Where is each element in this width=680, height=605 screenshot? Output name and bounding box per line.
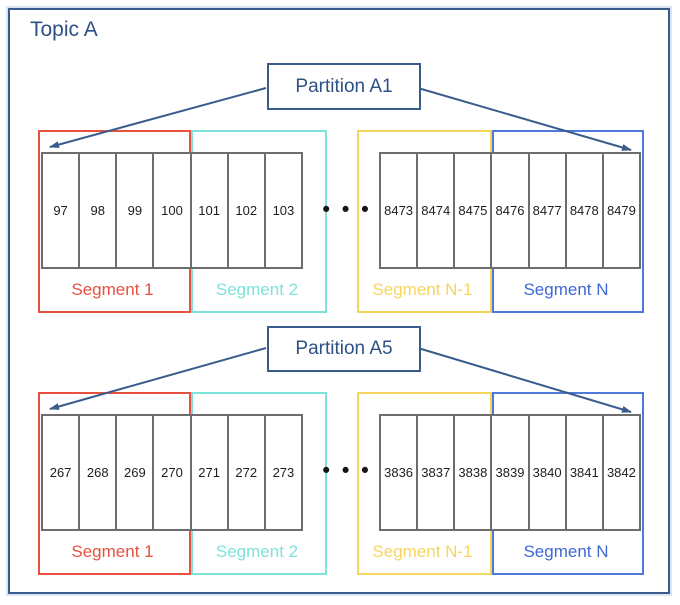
log-cell: 3839 (492, 416, 530, 529)
log-cell: 99 (117, 154, 155, 267)
segment-1-label-a1: Segment 1 (71, 280, 154, 299)
log-cell: 100 (154, 154, 192, 267)
log-cell: 97 (43, 154, 81, 267)
log-strip-a1-left: 97 98 99 100 101 102 103 (41, 152, 303, 269)
log-cell: 3840 (529, 416, 567, 529)
log-cell: 101 (191, 154, 229, 267)
log-cell: 3837 (418, 416, 456, 529)
log-cell: 272 (228, 416, 266, 529)
log-cell: 8473 (381, 154, 419, 267)
log-cell: 8476 (492, 154, 530, 267)
log-cell: 103 (265, 154, 301, 267)
log-strip-a1-right: 8473 8474 8475 8476 8477 8478 8479 (379, 152, 641, 269)
segment-2-label-a1: Segment 2 (215, 280, 299, 299)
log-cell: 3841 (566, 416, 604, 529)
log-cell: 273 (265, 416, 301, 529)
log-cell: 3838 (455, 416, 493, 529)
partition-a5-box: Partition A5 (267, 326, 421, 372)
topic-title: Topic A (30, 18, 98, 41)
log-cell: 271 (191, 416, 229, 529)
segment-n1-label-a1: Segment N-1 (372, 280, 473, 299)
partition-a1-box: Partition A1 (267, 63, 421, 110)
log-cell: 102 (228, 154, 266, 267)
log-cell: 8475 (455, 154, 493, 267)
log-cell: 8479 (603, 154, 639, 267)
ellipsis-a5: ••• (320, 459, 379, 483)
log-cell: 268 (80, 416, 118, 529)
log-cell: 8474 (418, 154, 456, 267)
ellipsis-a1: ••• (320, 198, 379, 222)
segment-2-label-a5: Segment 2 (215, 542, 299, 561)
segment-n-label-a1: Segment N (523, 280, 609, 299)
partition-a1-label: Partition A1 (295, 75, 393, 97)
log-cell: 269 (117, 416, 155, 529)
log-cell: 98 (80, 154, 118, 267)
log-strip-a5-right: 3836 3837 3838 3839 3840 3841 3842 (379, 414, 641, 531)
log-cell: 8478 (566, 154, 604, 267)
log-cell: 3842 (603, 416, 639, 529)
log-strip-a5-left: 267 268 269 270 271 272 273 (41, 414, 303, 531)
segment-n-label-a5: Segment N (523, 542, 609, 561)
partition-a5-label: Partition A5 (295, 338, 393, 359)
log-cell: 267 (43, 416, 81, 529)
log-cell: 3836 (381, 416, 419, 529)
log-cell: 8477 (529, 154, 567, 267)
segment-n1-label-a5: Segment N-1 (372, 542, 473, 561)
segment-1-label-a5: Segment 1 (71, 542, 154, 561)
log-cell: 270 (154, 416, 192, 529)
